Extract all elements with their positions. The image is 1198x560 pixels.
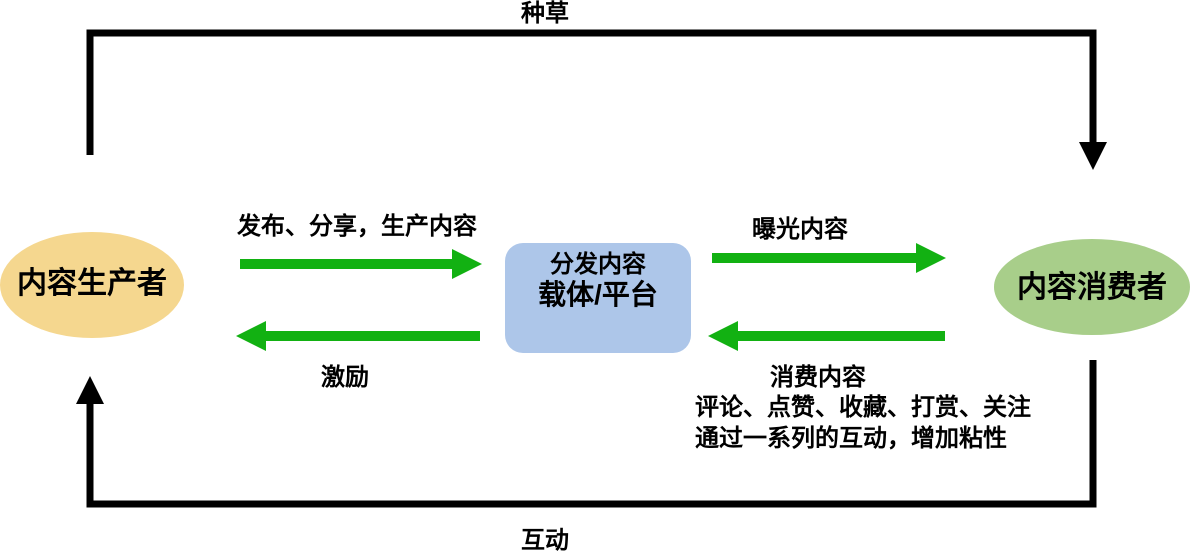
consume-detail-line2: 通过一系列的互动，增加粘性 xyxy=(695,425,1007,452)
top-loop-arrow xyxy=(86,29,1107,170)
platform-node xyxy=(505,243,691,353)
expose-arrowhead-icon xyxy=(916,243,946,273)
platform-label-line1: 分发内容 xyxy=(550,251,646,278)
consumer-node xyxy=(994,239,1190,335)
top-loop-line xyxy=(86,29,1097,155)
incentive-arrow xyxy=(236,321,480,351)
expose-arrow-label: 曝光内容 xyxy=(752,216,848,243)
bottom-loop-arrow xyxy=(76,360,1097,508)
platform-node-label: 分发内容 载体/平台 xyxy=(505,250,691,311)
producer-node xyxy=(0,232,184,338)
top-loop-label: 种草 xyxy=(521,0,569,27)
expose-arrow xyxy=(712,243,946,273)
consume-arrow-label: 消费内容 xyxy=(770,364,866,391)
consume-detail-line1: 评论、点赞、收藏、打赏、关注 xyxy=(695,394,1031,421)
incentive-arrow-label: 激励 xyxy=(321,364,369,391)
platform-label-line2: 载体/平台 xyxy=(538,279,658,310)
bottom-loop-arrowhead-icon xyxy=(76,376,104,404)
bottom-loop-label: 互动 xyxy=(521,527,569,554)
produce-arrow-label: 发布、分享，生产内容 xyxy=(237,213,477,240)
top-loop-arrowhead-icon xyxy=(1079,142,1107,170)
consume-arrow xyxy=(708,321,945,351)
consumer-node-label: 内容消费者 xyxy=(1017,271,1167,304)
produce-arrowhead-icon xyxy=(452,249,482,279)
bottom-loop-line xyxy=(86,360,1097,508)
consume-arrowhead-icon xyxy=(708,321,738,351)
produce-arrow xyxy=(240,249,482,279)
consume-detail-block: 评论、点赞、收藏、打赏、关注 通过一系列的互动，增加粘性 xyxy=(695,392,1031,454)
producer-node-label: 内容生产者 xyxy=(17,267,167,300)
incentive-arrowhead-icon xyxy=(236,321,266,351)
